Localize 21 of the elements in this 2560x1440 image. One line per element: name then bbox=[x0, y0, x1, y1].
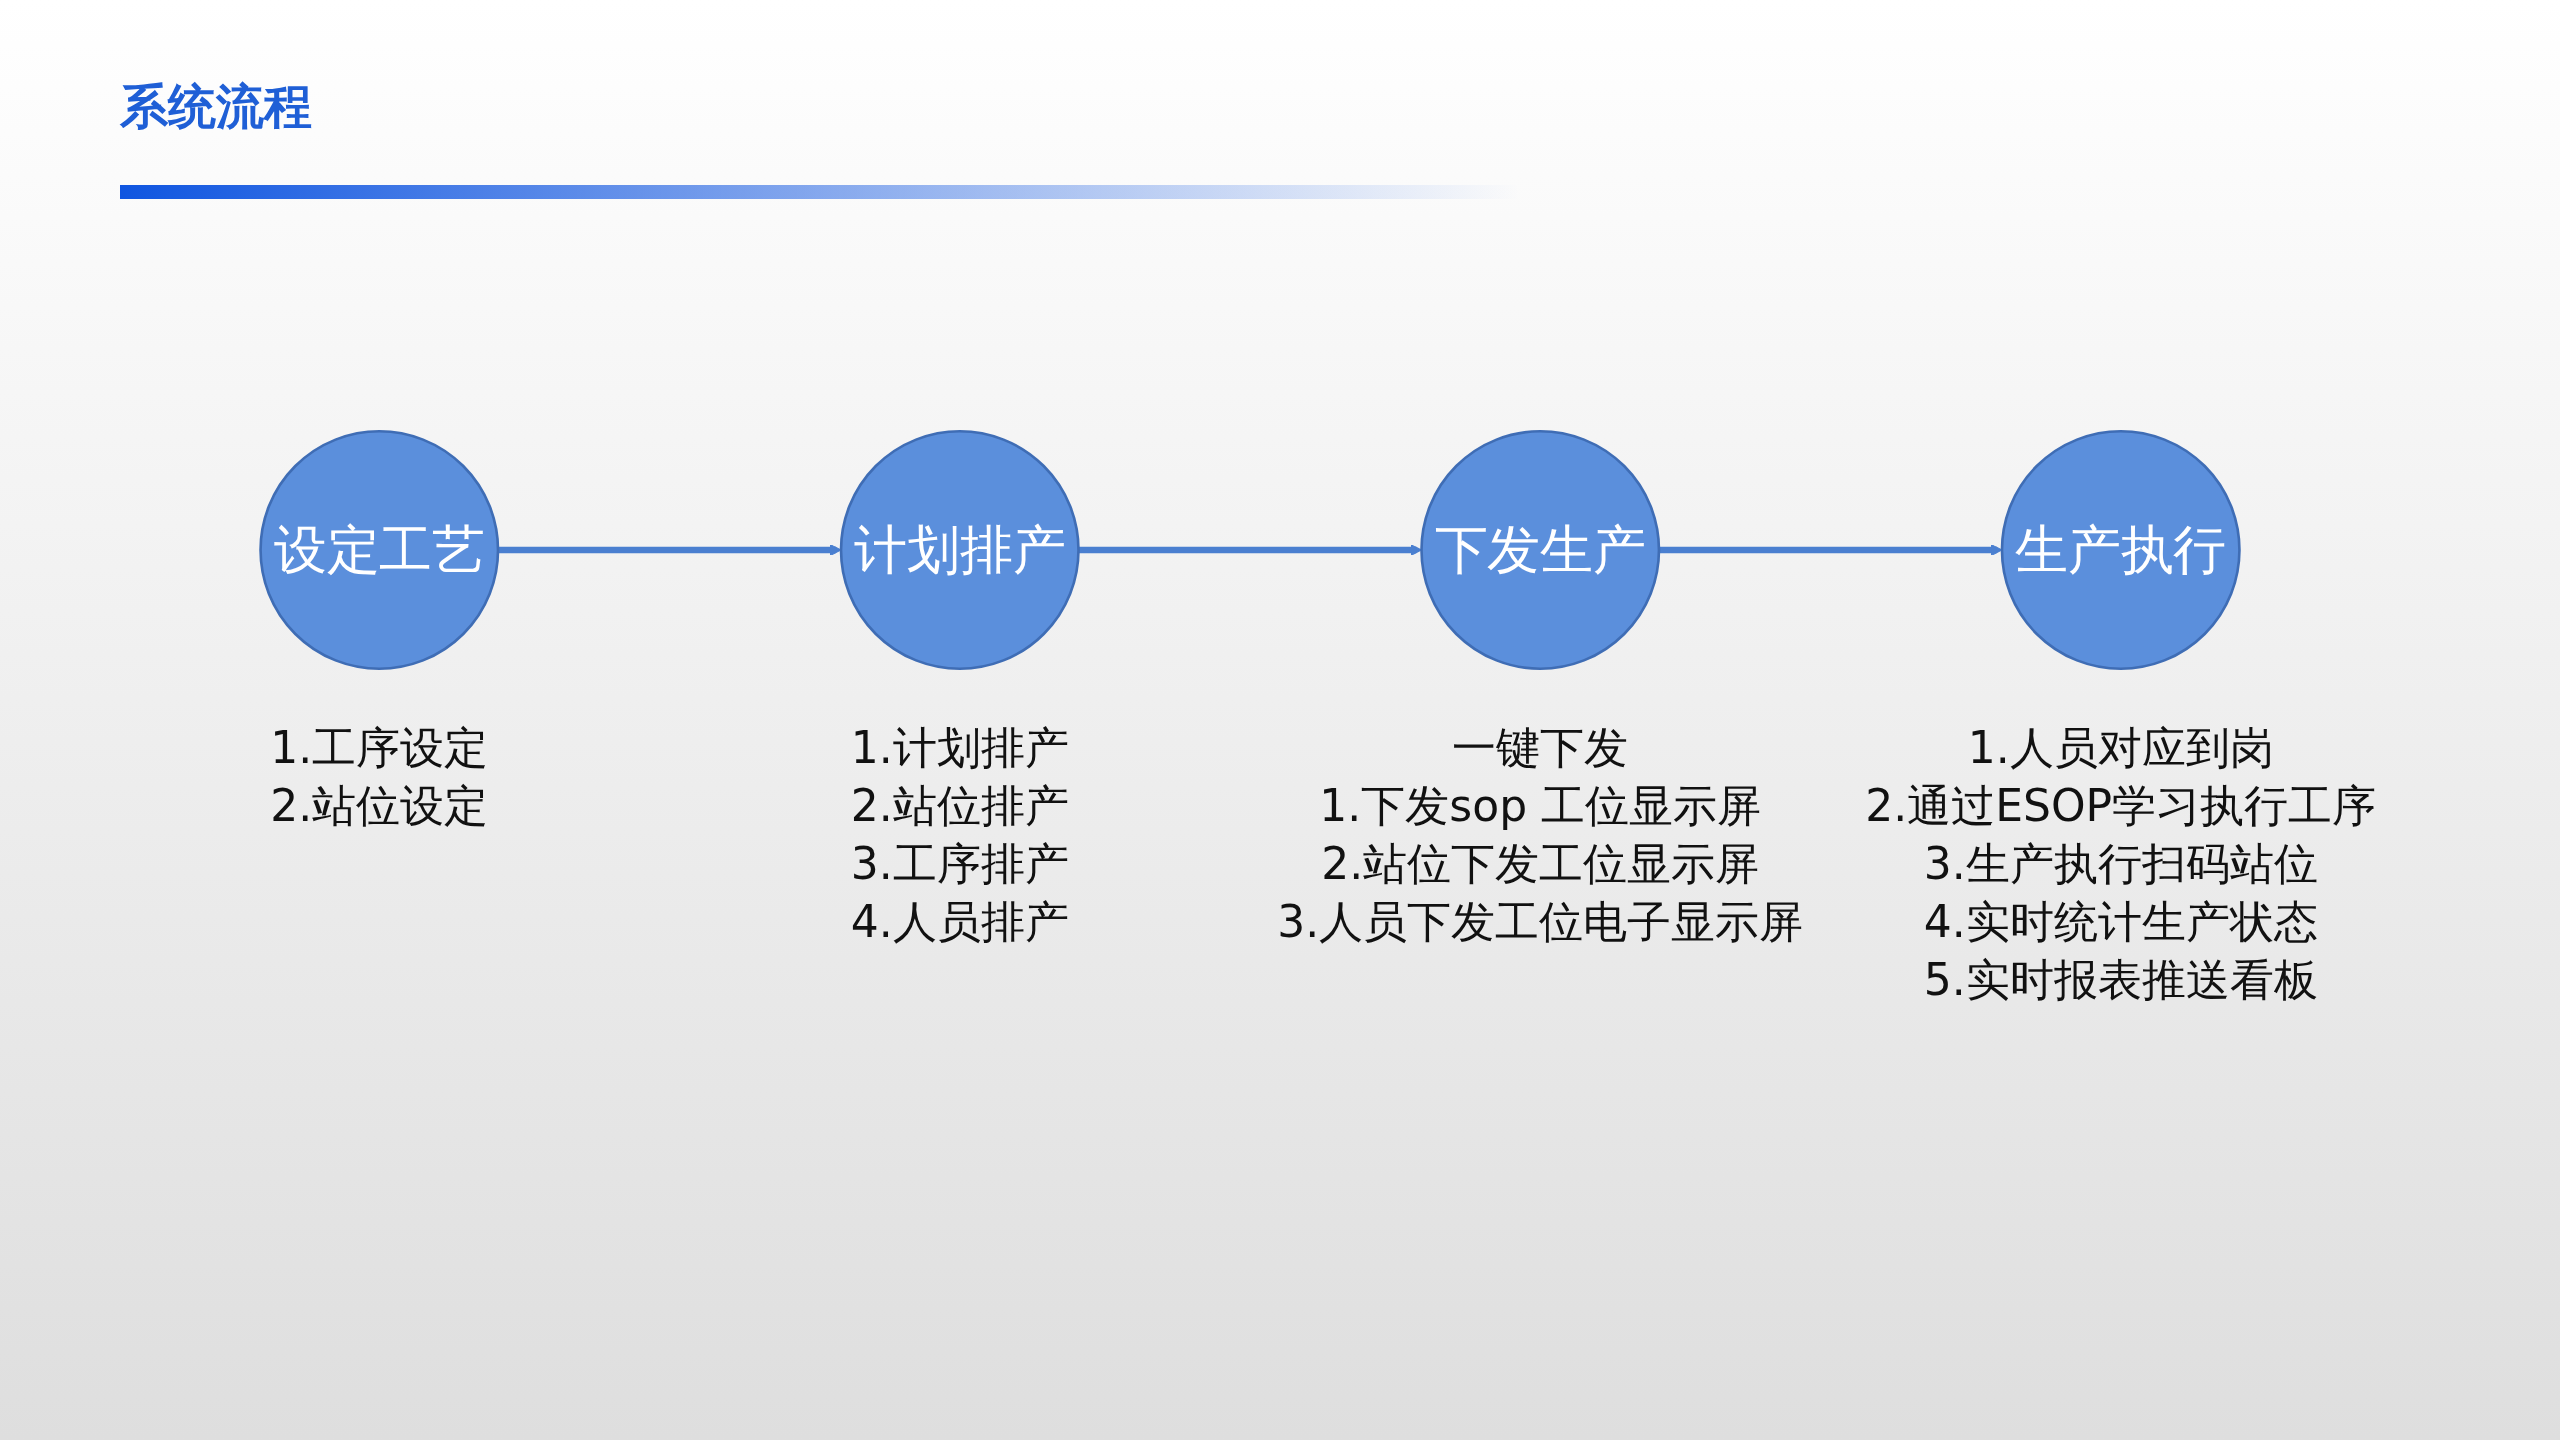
node-circle: 下发生产 bbox=[1420, 429, 1661, 671]
step-detail-text: 1.计划排产 bbox=[850, 720, 1069, 775]
arrow bbox=[498, 544, 842, 556]
step-detail-text: 4.实时统计生产状态 bbox=[1922, 894, 2319, 949]
step-detail-text: 1.工序设定 bbox=[270, 720, 489, 775]
node-circle: 设定工艺 bbox=[259, 429, 500, 671]
step-detail-text: 2.通过ESOP学习执行工序 bbox=[1865, 778, 2377, 833]
step-detail-text: 1.下发sop 工位显示屏 bbox=[1318, 778, 1763, 833]
step-detail-text: 一键下发 bbox=[1451, 720, 1630, 775]
step-detail-text: 2.站位设定 bbox=[270, 778, 489, 833]
step-detail-text: 4.人员排产 bbox=[850, 894, 1069, 949]
step-detail-text: 3.人员下发工位电子显示屏 bbox=[1277, 894, 1804, 949]
step-detail-text: 5.实时报表推送看板 bbox=[1922, 952, 2319, 1007]
step-detail-text: 3.工序排产 bbox=[850, 836, 1069, 891]
step-detail-text: 2.站位下发工位显示屏 bbox=[1320, 836, 1761, 891]
arrow bbox=[1658, 544, 2003, 556]
step-detail-text: 2.站位排产 bbox=[850, 778, 1069, 833]
node-circle: 生产执行 bbox=[2000, 429, 2241, 671]
step-detail-text: 1.人员对应到岗 bbox=[1966, 720, 2275, 775]
node-circle: 计划排产 bbox=[839, 429, 1080, 671]
step-detail-text: 3.生产执行扫码站位 bbox=[1922, 836, 2319, 891]
